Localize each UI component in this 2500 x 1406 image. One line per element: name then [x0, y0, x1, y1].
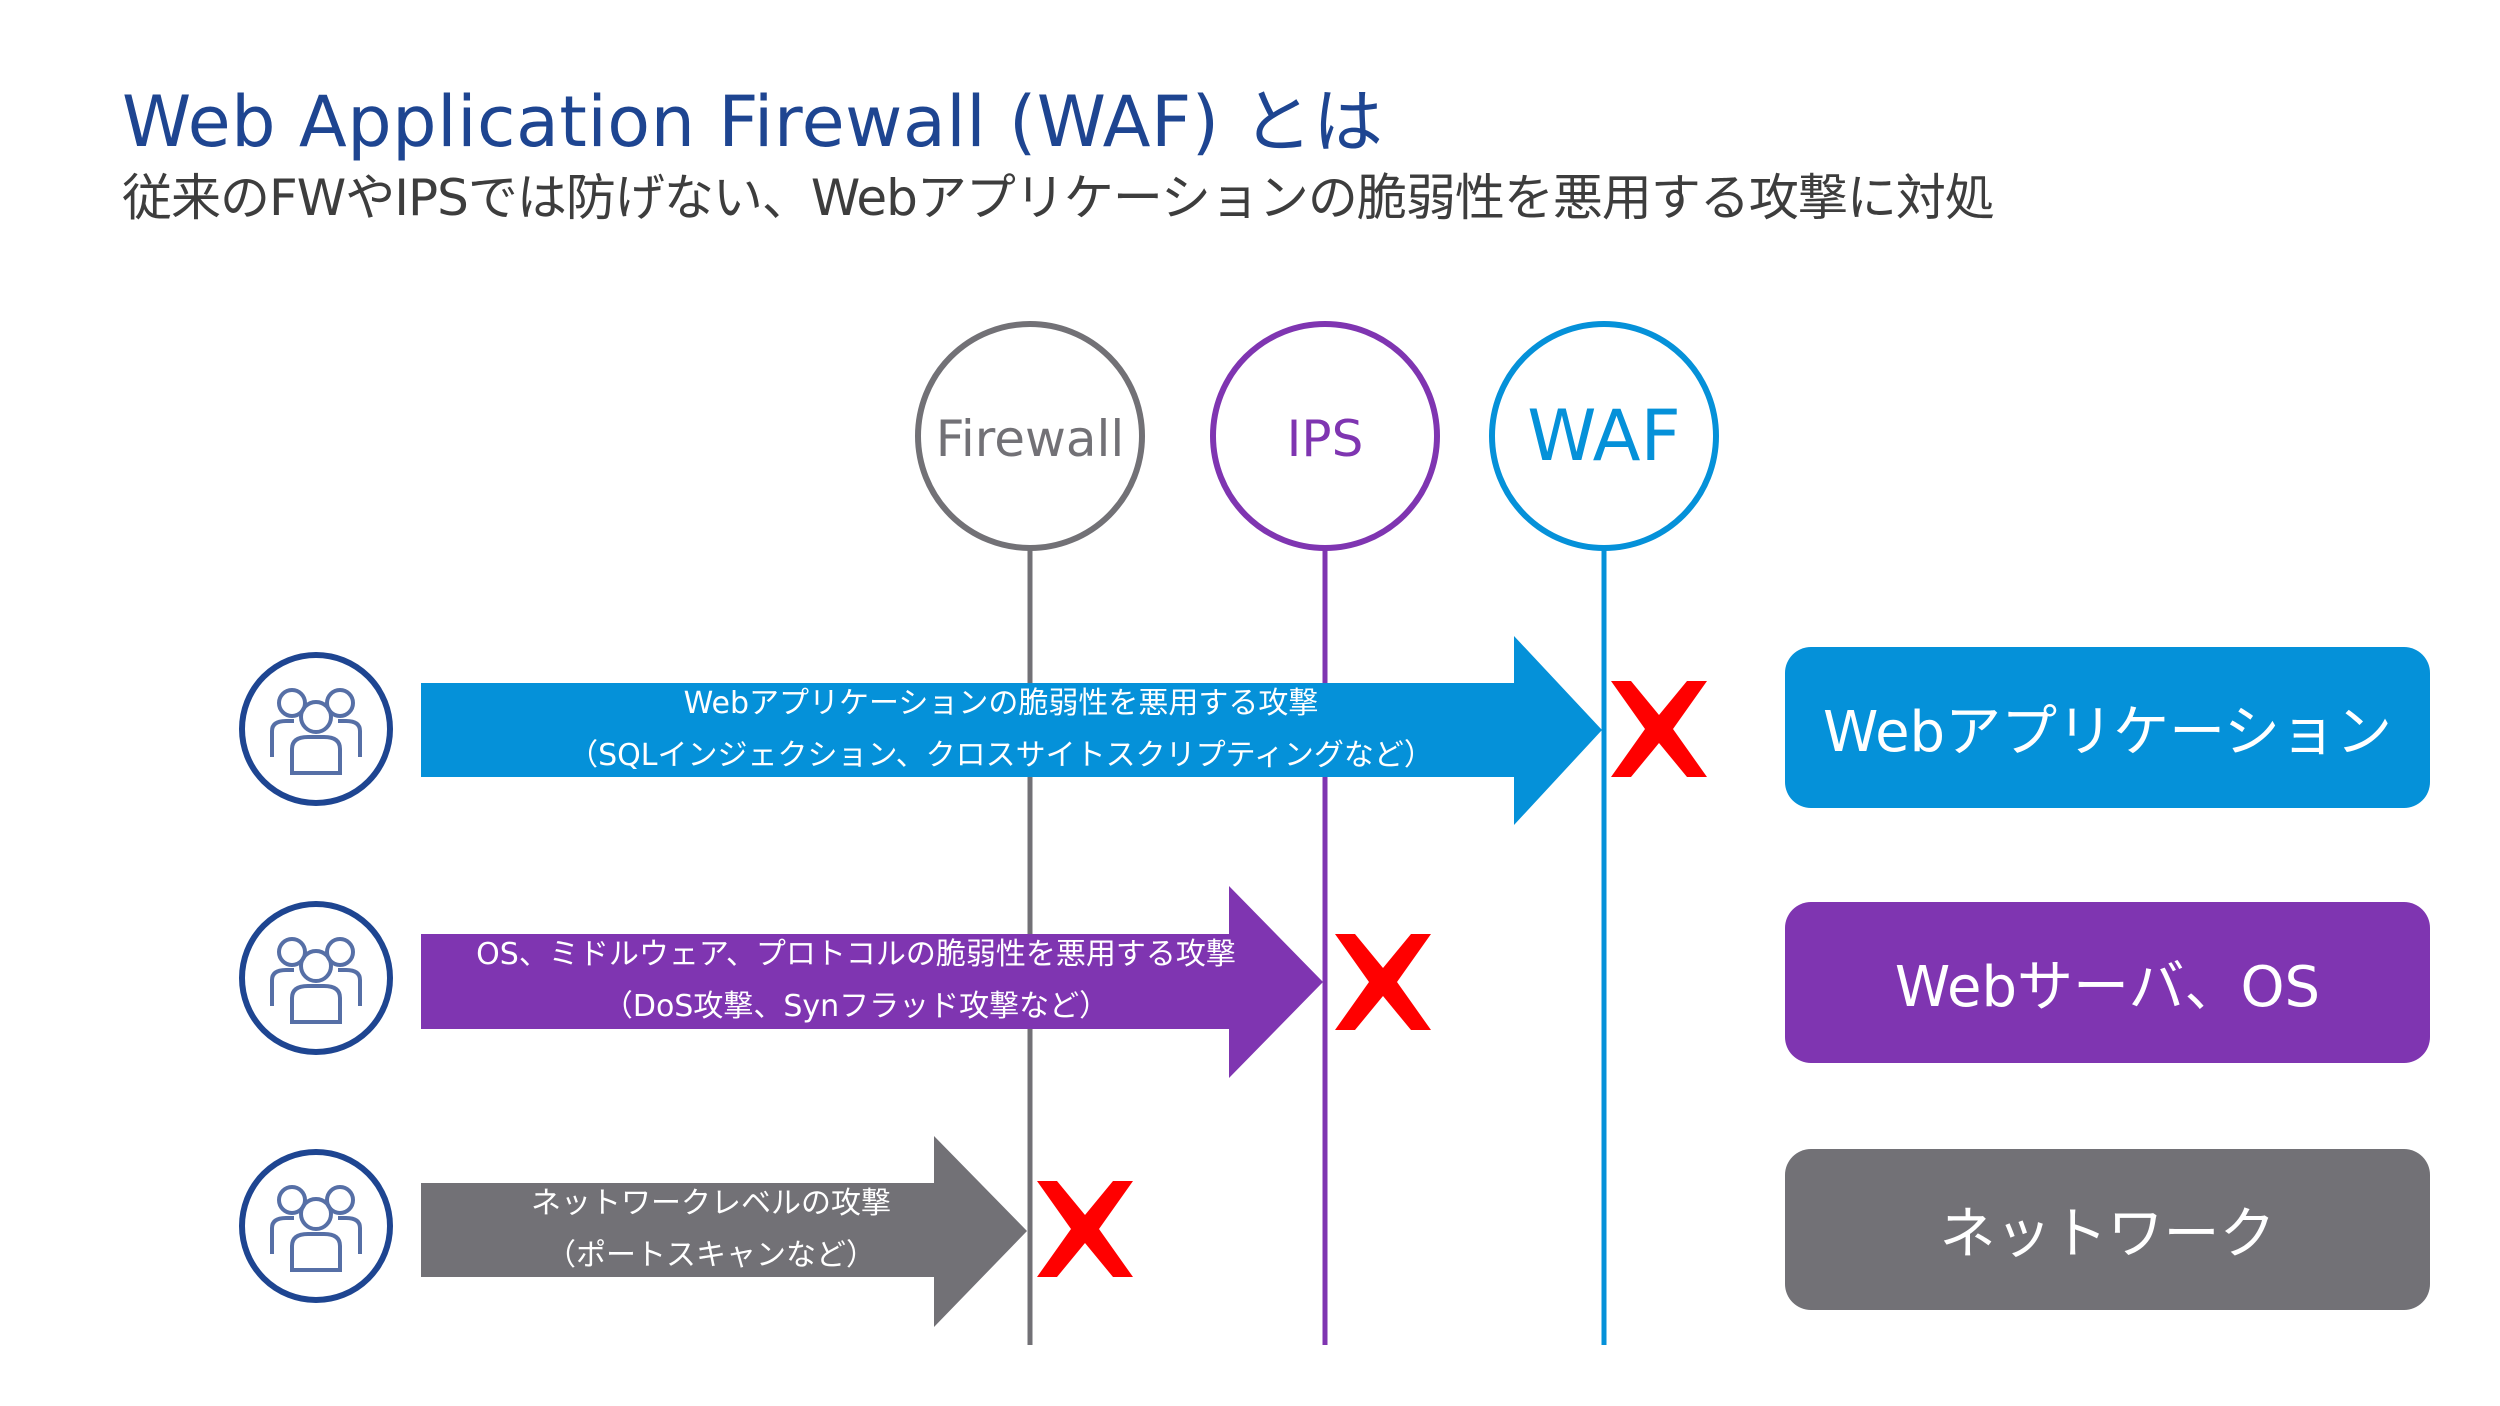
red-x-icon [1335, 934, 1431, 1030]
firewall-label: Firewall [936, 410, 1125, 468]
layer-web-application: Webアプリケーション [1785, 647, 2430, 808]
attack-label-network: ネットワークレベルの攻撃 （ポートスキャンなど） [421, 1178, 1001, 1282]
ips-circle: IPS [1210, 321, 1440, 551]
attack-arrow-web-app [421, 636, 1602, 825]
attack-title: OS、ミドルウェア、プロトコルの脆弱性を悪用する攻撃 [476, 937, 1236, 972]
layer-label: Webアプリケーション [1823, 700, 2392, 765]
firewall-circle: Firewall [915, 321, 1145, 551]
user-group-icon [239, 652, 393, 806]
red-x-icon [1037, 1181, 1133, 1277]
layer-network: ネットワーク [1785, 1149, 2430, 1310]
attack-arrow-os [421, 886, 1323, 1078]
attack-examples: （ポートスキャンなど） [546, 1238, 876, 1273]
layer-label: ネットワーク [1939, 1202, 2276, 1267]
layer-web-server-os: Webサーバ、OS [1785, 902, 2430, 1063]
attack-title: Webアプリケーションの脆弱性を悪用する攻撃 [683, 686, 1319, 721]
ips-label: IPS [1287, 410, 1364, 468]
attack-examples: （DoS攻撃、Synフラッド攻撃など） [602, 989, 1110, 1024]
page-subtitle: 従来のFWやIPSでは防げない、Webアプリケーションの脆弱性を悪用する攻撃に対… [122, 169, 1995, 227]
layer-label: Webサーバ、OS [1894, 955, 2321, 1020]
waf-label: WAF [1527, 395, 1681, 477]
waf-circle: WAF [1489, 321, 1719, 551]
user-group-icon [239, 901, 393, 1055]
attack-arrow-network [421, 1136, 1027, 1327]
attack-title: ネットワークレベルの攻撃 [531, 1186, 891, 1221]
attack-label-os: OS、ミドルウェア、プロトコルの脆弱性を悪用する攻撃 （DoS攻撃、Synフラッ… [421, 929, 1291, 1033]
attack-examples: （SQLインジェクション、クロスサイトスクリプティングなど） [568, 738, 1434, 773]
page-title: Web Application Firewall (WAF) とは [122, 81, 1384, 163]
attack-label-web-app: Webアプリケーションの脆弱性を悪用する攻撃 （SQLインジェクション、クロスサ… [421, 678, 1581, 782]
red-x-icon [1611, 681, 1707, 777]
user-group-icon [239, 1149, 393, 1303]
